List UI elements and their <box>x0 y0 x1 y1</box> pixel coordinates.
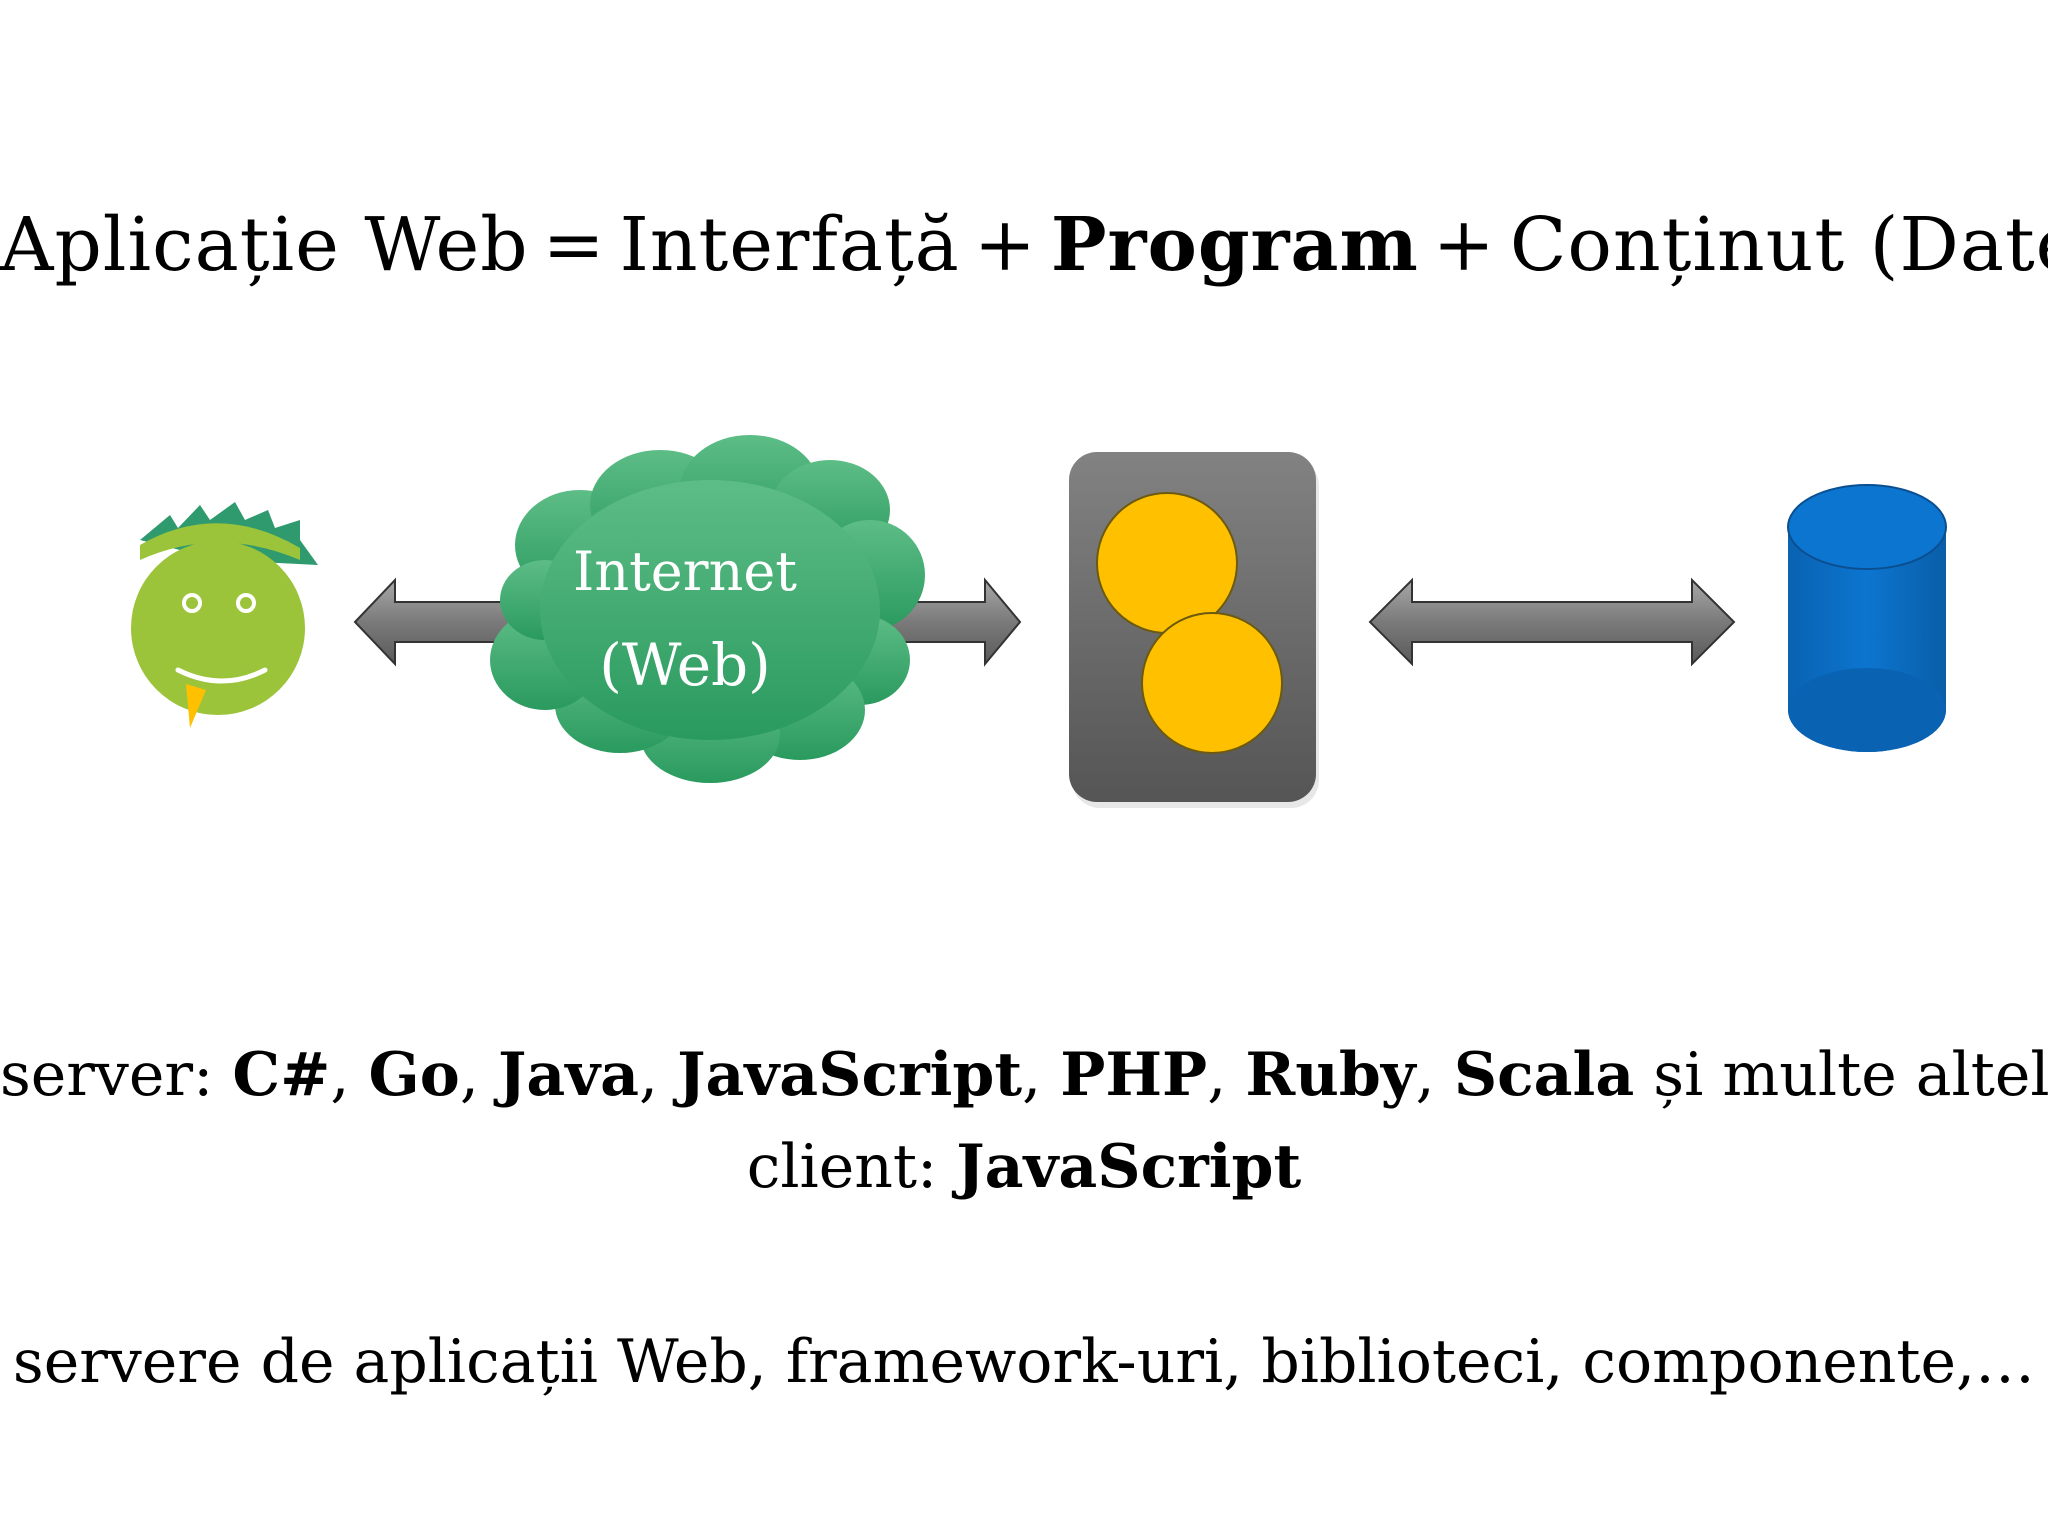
lang-javascript: JavaScript <box>677 1040 1023 1110</box>
server-circle-bottom <box>1141 612 1283 754</box>
lang-go: Go <box>368 1040 460 1110</box>
title-plus-2: + <box>1432 202 1496 288</box>
cloud-label-web: (Web) <box>599 631 771 699</box>
title-plus-1: + <box>973 202 1037 288</box>
client-face-icon <box>131 502 318 728</box>
page-title: Aplicație Web=Interfață+Program+Conținut… <box>0 195 2048 295</box>
face-fringe <box>140 523 300 560</box>
face-fang <box>186 684 206 728</box>
title-interface: Interfață <box>619 202 960 288</box>
server-languages-line: server: C#, Go, Java, JavaScript, PHP, R… <box>0 1030 2048 1120</box>
client-prefix: client: <box>746 1132 957 1202</box>
title-equals: = <box>542 202 606 288</box>
arrow-server-database <box>1368 577 1736 667</box>
cloud-label-internet: Internet <box>573 540 797 603</box>
lang-java: Java <box>497 1040 639 1110</box>
lang-php: PHP <box>1060 1040 1208 1110</box>
face-left-eye <box>182 593 202 613</box>
lang-scala: Scala <box>1453 1040 1635 1110</box>
lang-csharp: C# <box>232 1040 331 1110</box>
server-prefix: server: <box>0 1040 233 1110</box>
client-languages-line: client: JavaScript <box>0 1122 2048 1212</box>
server-program-icon <box>1069 452 1319 808</box>
face-right-eye <box>236 593 256 613</box>
title-program: Program <box>1050 202 1419 288</box>
server-circle-top <box>1096 492 1238 634</box>
title-content: Conținut (Date) <box>1509 202 2048 288</box>
internet-cloud-icon: Internet (Web) <box>490 435 925 783</box>
title-app-web: Aplicație Web <box>0 202 529 288</box>
server-suffix: și multe altele <box>1634 1040 2048 1110</box>
face-head <box>131 541 305 715</box>
frameworks-line: servere de aplicații Web, framework-uri,… <box>12 1327 2036 1397</box>
client-lang-javascript: JavaScript <box>956 1132 1302 1202</box>
face-smile <box>175 667 268 684</box>
lang-ruby: Ruby <box>1245 1040 1416 1110</box>
database-icon <box>1787 484 1947 752</box>
